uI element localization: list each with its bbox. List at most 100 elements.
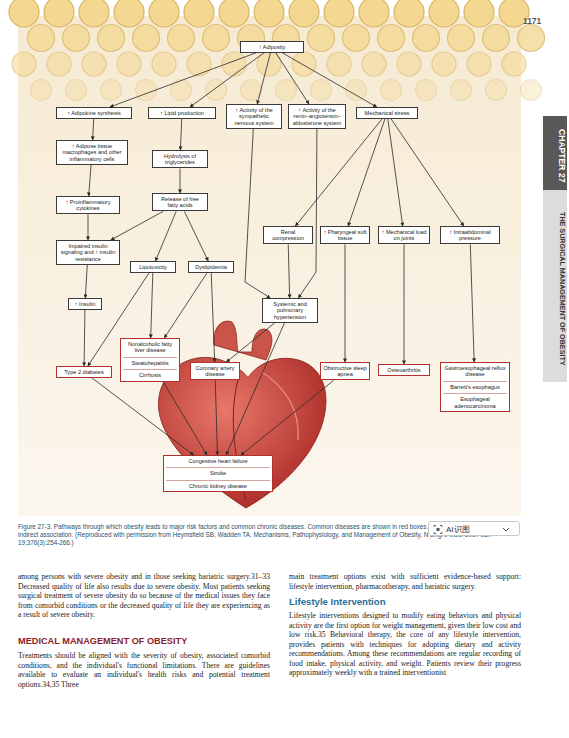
body-paragraph: Treatments should be aligned with the se…: [18, 651, 270, 689]
box-text: ↑ Proinflammatory cytokines: [59, 199, 117, 212]
connector-arrow: [151, 273, 153, 338]
process-box: ↑ Proinflammatory cytokines: [56, 196, 120, 214]
adipocyte: [12, 52, 36, 76]
box-text: Hydrolysis of triglycerides: [155, 153, 205, 166]
box-text: Lipotoxicity: [133, 264, 173, 271]
adipocyte: [359, 0, 389, 27]
chevron-icon: [503, 528, 509, 531]
connector-arrow: [298, 129, 316, 298]
overlay-pill: AI识图: [428, 521, 520, 536]
adipocyte: [206, 80, 227, 101]
heart: [158, 357, 326, 508]
connector-arrow: [241, 380, 334, 455]
adipocyte: [311, 80, 332, 101]
adipocyte: [521, 80, 542, 101]
box-text: ↑ Adiposity: [243, 44, 301, 51]
process-box: ↑ Mechanical load on joints: [378, 226, 430, 244]
adipocyte: [324, 0, 354, 27]
connector-arrow: [88, 214, 89, 240]
connector-arrow: [155, 211, 176, 261]
connector-arrow: [184, 211, 208, 261]
adipocyte: [289, 0, 319, 27]
adipocyte: [44, 0, 74, 27]
heart-highlight: [262, 372, 298, 440]
subsection-heading: Lifestyle Intervention: [289, 596, 521, 607]
adipocyte: [9, 0, 39, 27]
adipocyte: [187, 52, 211, 76]
adipocyte: [346, 80, 367, 101]
disease-box: Nonalcoholic fatty liver diseaseSteatohe…: [120, 338, 180, 382]
process-box: ↑ Adipose tissue macrophages and other i…: [56, 140, 128, 165]
box-text: Esophageal adenocarcinoma: [443, 393, 507, 409]
adipocyte: [184, 0, 214, 27]
adipocyte: [362, 52, 386, 76]
connector-arrow: [211, 273, 214, 362]
box-text: Steatohepatitis: [123, 357, 177, 367]
pill-icons: [429, 522, 521, 537]
box-text: ↑ Adipokine synthesis: [59, 110, 129, 117]
box-text: Coronary artery disease: [193, 365, 237, 378]
chapter-title-tab: THE SURGICAL MANAGEMENT OF OBESITY: [543, 190, 567, 382]
disease-box: Congestive heart failureStrokeChronic ki…: [163, 455, 273, 492]
adipocyte: [47, 52, 71, 76]
adipocyte: [381, 80, 402, 101]
adipocyte: [171, 80, 192, 101]
adipocyte-cells: [9, 0, 545, 101]
scan-icon-dot: [437, 528, 440, 531]
connector-arrow: [257, 53, 270, 104]
connector-arrow: [345, 244, 346, 362]
connector-arrow: [276, 53, 309, 104]
connector-arrow: [92, 378, 194, 455]
process-box: ↑ Adiposity: [240, 41, 304, 53]
adipocyte: [114, 0, 144, 27]
connector-arrow: [93, 119, 94, 140]
box-text: Obstructive sleep apnea: [323, 365, 367, 378]
connector-arrow: [282, 53, 376, 107]
process-box: ↑ Insulin: [68, 298, 102, 310]
adipocyte: [254, 0, 284, 27]
connector-arrow: [295, 119, 382, 226]
body-paragraph: among persons with severe obesity and in…: [18, 572, 270, 620]
adipocyte: [241, 80, 262, 101]
body-paragraph: Lifestyle interventions designed to modi…: [289, 611, 521, 678]
adipocyte: [416, 80, 437, 101]
box-text: Dyslipidemia: [191, 264, 231, 271]
adipocyte: [451, 80, 472, 101]
box-text: Mechanical stress: [359, 110, 415, 117]
adipocyte: [203, 25, 230, 52]
box-text: ↑ Adipose tissue macrophages and other i…: [59, 143, 125, 163]
connector-arrow: [84, 310, 86, 366]
page-number: 1171: [523, 16, 563, 26]
box-text: Type 2 diabetes: [59, 369, 109, 376]
connector-arrow: [348, 119, 385, 226]
connector-arrow: [180, 168, 181, 193]
box-text: ↑ Activity of the renin–angiotensin–aldo…: [291, 107, 343, 127]
adipocyte: [28, 25, 55, 52]
box-text: Cirrhosis: [123, 369, 177, 379]
adipocyte: [149, 0, 179, 27]
process-box: Systemic and pulmonary hypertension: [262, 298, 318, 323]
connector-arrow: [88, 273, 149, 366]
disease-box: Coronary artery disease: [190, 362, 240, 380]
adipocyte: [397, 52, 421, 76]
process-box: Renal compression: [263, 226, 313, 244]
adipocyte: [31, 80, 52, 101]
process-box: ↑ Lipid production: [148, 107, 216, 119]
box-text: ↑ Lipid production: [151, 110, 213, 117]
connector-arrow: [85, 265, 87, 298]
adipocyte: [63, 25, 90, 52]
scan-icon: [434, 526, 442, 534]
vessel: [214, 321, 272, 360]
adipocyte: [133, 25, 160, 52]
box-text: Release of free fatty acids: [155, 196, 205, 209]
box-text: Gastroesophageal reflux disease: [443, 365, 507, 378]
connector-arrow: [226, 323, 284, 455]
connector-arrow: [190, 53, 264, 107]
disease-box: Gastroesophageal reflux diseaseBarrett's…: [440, 362, 510, 412]
box-text: Impaired insulin signaling and ↑ insulin…: [59, 243, 117, 263]
box-text: ↑ Intraabdominal pressure: [443, 229, 497, 242]
process-box: Dyslipidemia: [188, 261, 234, 273]
connector-arrow: [89, 165, 91, 196]
process-box: Lipotoxicity: [130, 261, 176, 273]
